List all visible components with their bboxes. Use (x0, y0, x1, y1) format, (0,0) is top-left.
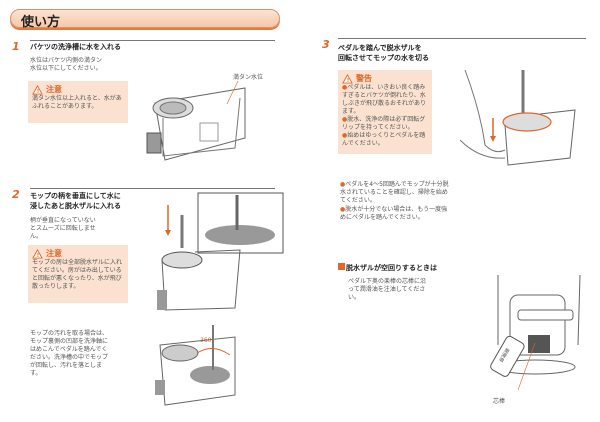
step-number: 1 (12, 40, 20, 53)
shaft-label: 芯棒 (493, 398, 506, 405)
page-title: 使い方 (21, 15, 61, 30)
troubleshoot-body: ペダル下奥の楽棒の芯棒に沿って潤滑油を注油してください。 (348, 278, 427, 301)
warning-heading: !警告 (342, 73, 428, 84)
pedal-illustration (460, 70, 576, 166)
step-number: 3 (322, 38, 330, 51)
rotation-label: 360° (200, 337, 215, 344)
caution-text: モップの房は全部脱水ザルに入れてください。房がはみ出していると回転が悪くなったり… (32, 259, 123, 290)
section-header: 使い方 (10, 9, 280, 30)
divider (30, 188, 275, 189)
divider (30, 40, 275, 41)
section-marker-icon (338, 263, 345, 270)
svg-text:!: ! (37, 253, 39, 259)
warning-box: !警告 ●ペダルは、いきおい良く踏みすぎるとバケツが倒れたり、水しぶきが飛び散る… (338, 70, 432, 154)
cleaning-note: モップの汚れを取る場合は、モップ裏側の凹部を洗浄軸にはめこんでペダルを踏んでくだ… (30, 330, 109, 377)
warning-icon: ! (32, 84, 43, 95)
note-item: ●脱水が十分でない場合は、もう一度強めにペダルを踏んでください。 (340, 206, 448, 221)
lubrication-illustration: 潤滑油 (490, 275, 581, 391)
step-body: 柄が垂直になっていないとスムーズに回転しません。 (30, 217, 96, 240)
caution-heading: !注意 (32, 84, 124, 95)
troubleshoot-title: 脱水ザルが空回りするときは (338, 263, 437, 273)
warning-icon: ! (32, 248, 43, 259)
step-number: 2 (12, 188, 20, 201)
divider (338, 38, 586, 39)
step-title: バケツの洗浄槽に水を入れる (30, 43, 121, 51)
warning-icon: ! (342, 73, 353, 84)
note-item: ●ペダルを4～5回踏んでモップが十分脱水されていることを確認し、掃除を始めてくだ… (340, 181, 449, 204)
warning-item: ●ペダルは、いきおい良く踏みすぎるとバケツが倒れたり、水しぶきが飛び散るおそれが… (342, 84, 427, 115)
mop-cleaning-illustration (155, 325, 236, 406)
mop-insert-illustration (157, 192, 284, 311)
step-body: 水位はバケツ内側の満タン水位以下にしてください。 (30, 57, 103, 72)
warning-item: ●脱水、洗浄の際は必ず回転グリップを持ってください。 (342, 116, 426, 131)
caution-heading: !注意 (32, 248, 124, 259)
step-title-line1: モップの柄を垂直にして水に (30, 192, 121, 200)
warning-item: ●始めはゆっくりとペダルを踏んでください。 (342, 132, 426, 147)
caution-box: !注意 満タン水位以上入れると、水があふれることがあります。 (28, 81, 128, 123)
caution-text: 満タン水位以上入れると、水があふれることがあります。 (32, 95, 122, 110)
step-title-line1: ペダルを踏んで脱水ザルを (338, 44, 422, 52)
bucket-illustration (146, 80, 246, 161)
water-level-label: 満タン水位 (233, 74, 264, 81)
step-title-line2: 浸したあと脱水ザルに入れる (30, 202, 121, 210)
svg-text:!: ! (37, 89, 39, 95)
step-title-line2: 回転させてモップの水を切る (338, 54, 429, 62)
caution-box: !注意 モップの房は全部脱水ザルに入れてください。房がはみ出していると回転が悪く… (28, 245, 128, 303)
svg-text:!: ! (347, 78, 349, 84)
